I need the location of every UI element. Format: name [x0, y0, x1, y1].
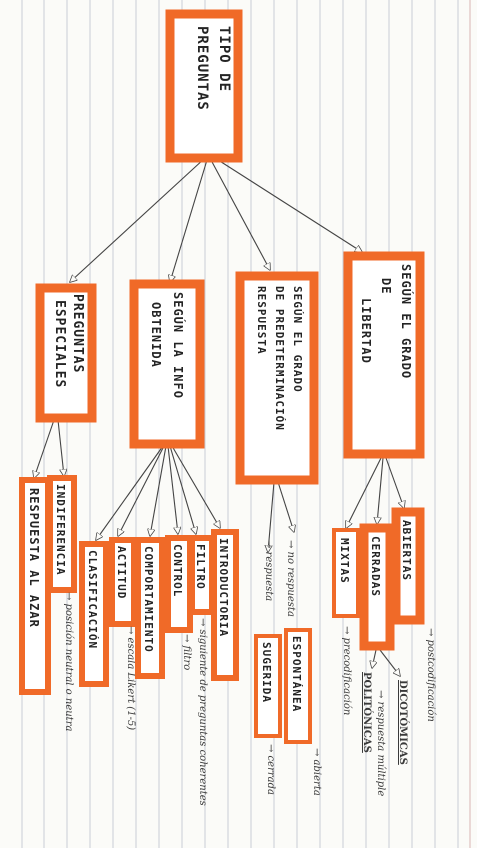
- note-control: → filtro: [181, 634, 192, 670]
- arrow-root-info: [170, 159, 208, 282]
- arrow-info-control: [167, 445, 178, 534]
- node-predeterminacion: SEGÚN EL GRADO DE PREDETERMINACIÓN RESPU…: [235, 271, 319, 485]
- leaf-comportamiento: COMPORTAMIENTO: [135, 537, 165, 679]
- leaf-dicotomicas: DICOTÓMICAS: [397, 680, 409, 765]
- especiales-line2: ESPECIALES: [52, 300, 67, 388]
- predeterminacion-frame: [235, 271, 319, 485]
- info-frame: [129, 279, 205, 449]
- svg-text:FILTRO: FILTRO: [194, 544, 207, 590]
- pred-line2: DE PREDETERMINACIÓN: [273, 286, 286, 431]
- arrow-cerradas-dicotomicas: [379, 649, 400, 676]
- arrow-info-actitud: [118, 445, 165, 536]
- svg-text:INTRODUCTORIA: INTRODUCTORIA: [217, 538, 230, 637]
- root-frame: [165, 9, 243, 163]
- svg-text:ACTITUD: ACTITUD: [115, 546, 128, 599]
- node-libertad: SEGÚN EL GRADO DE LIBERTAD: [343, 251, 425, 459]
- connectors: [34, 157, 404, 676]
- arrow-pred-espontanea: [277, 481, 294, 532]
- node-root: TIPO DE PREGUNTAS: [165, 9, 243, 163]
- libertad-frame: [343, 251, 425, 459]
- arrow-info-introductoria: [171, 445, 220, 528]
- especiales-line1: PREGUNTAS: [70, 294, 85, 373]
- leaf-abiertas: ABIERTAS: [391, 507, 425, 625]
- leaf-indiferencia: INDIFERENCIA: [47, 475, 77, 593]
- arrow-libertad-cerradas: [377, 457, 384, 524]
- svg-text:ESPONTÁNEA: ESPONTÁNEA: [290, 636, 303, 712]
- pred-line3: RESPUESTA: [255, 286, 268, 355]
- leaf-espontanea: ESPONTÁNEA: [284, 628, 312, 744]
- note-actitud: → escala Likert (1-5): [125, 626, 136, 730]
- leaf-politonicas: POLITÓNICAS: [361, 672, 373, 753]
- leaf-introductoria: INTRODUCTORIA: [211, 529, 239, 681]
- arrow-libertad-abiertas: [385, 457, 404, 508]
- leaf-clasificacion: CLASIFICACIÓN: [79, 541, 109, 687]
- leaf-mixtas: MIXTAS: [332, 528, 360, 618]
- arrow-root-predeterminacion: [210, 159, 270, 270]
- note-mixtas: → precodificación: [341, 626, 352, 715]
- arrow-info-comportamiento: [150, 445, 167, 536]
- note-introductoria: → siguiente de preguntas coherentes: [197, 618, 208, 806]
- note-sugerida-top: → respuesta: [263, 540, 274, 601]
- leaf-control: CONTROL: [165, 535, 193, 633]
- svg-text:CERRADAS: CERRADAS: [369, 536, 382, 597]
- node-info: SEGÚN LA INFO OBTENIDA: [129, 279, 205, 449]
- libertad-line1: SEGÚN EL GRADO: [399, 264, 414, 379]
- root-label-line2: PREGUNTAS: [194, 26, 210, 111]
- arrow-info-filtro: [169, 445, 196, 534]
- leaf-filtro: FILTRO: [189, 535, 215, 615]
- arrow-especiales-azar: [34, 419, 55, 478]
- arrow-root-especiales: [70, 157, 206, 282]
- note-espontanea-bottom: → abierta: [311, 748, 322, 796]
- arrow-especiales-indiferencia: [57, 419, 64, 476]
- svg-text:RESPUESTA AL AZAR: RESPUESTA AL AZAR: [27, 488, 41, 628]
- svg-text:COMPORTAMIENTO: COMPORTAMIENTO: [142, 546, 155, 653]
- arrow-cerradas-politonicas: [372, 649, 376, 668]
- svg-text:MIXTAS: MIXTAS: [338, 538, 351, 584]
- svg-text:CLASIFICACIÓN: CLASIFICACIÓN: [86, 550, 99, 649]
- leaf-cerradas: CERRADAS: [359, 523, 395, 651]
- info-line2: OBTENIDA: [149, 302, 163, 368]
- svg-text:CONTROL: CONTROL: [171, 544, 184, 597]
- note-abiertas: → postcodificación: [425, 628, 436, 722]
- info-line1: SEGÚN LA INFO: [171, 292, 186, 399]
- arrow-libertad-mixtas: [346, 457, 382, 528]
- leaf-actitud: ACTITUD: [109, 537, 137, 627]
- node-especiales: PREGUNTAS ESPECIALES: [35, 283, 97, 423]
- pred-line1: SEGÚN EL GRADO: [291, 286, 304, 393]
- note-indiferencia: → posición neutral o neutra: [63, 592, 74, 731]
- svg-text:SUGERIDA: SUGERIDA: [260, 642, 273, 703]
- svg-text:ABIERTAS: ABIERTAS: [400, 520, 413, 581]
- svg-text:INDIFERENCIA: INDIFERENCIA: [54, 484, 67, 575]
- arrow-info-clasificacion: [96, 445, 164, 540]
- note-espontanea-top: → no respuesta: [285, 540, 296, 617]
- leaf-respuesta-azar: RESPUESTA AL AZAR: [19, 477, 51, 695]
- arrow-root-libertad: [214, 157, 362, 252]
- arrow-pred-sugerida: [268, 481, 275, 552]
- note-politonicas: → respuesta múltiple: [375, 690, 386, 796]
- note-sugerida-bottom: → cerrada: [265, 744, 276, 795]
- libertad-line3: LIBERTAD: [359, 298, 373, 364]
- leaf-sugerida: SUGERIDA: [254, 634, 282, 738]
- libertad-line2: DE: [379, 278, 393, 294]
- especiales-frame: [35, 283, 97, 423]
- root-label-line1: TIPO DE: [216, 26, 232, 92]
